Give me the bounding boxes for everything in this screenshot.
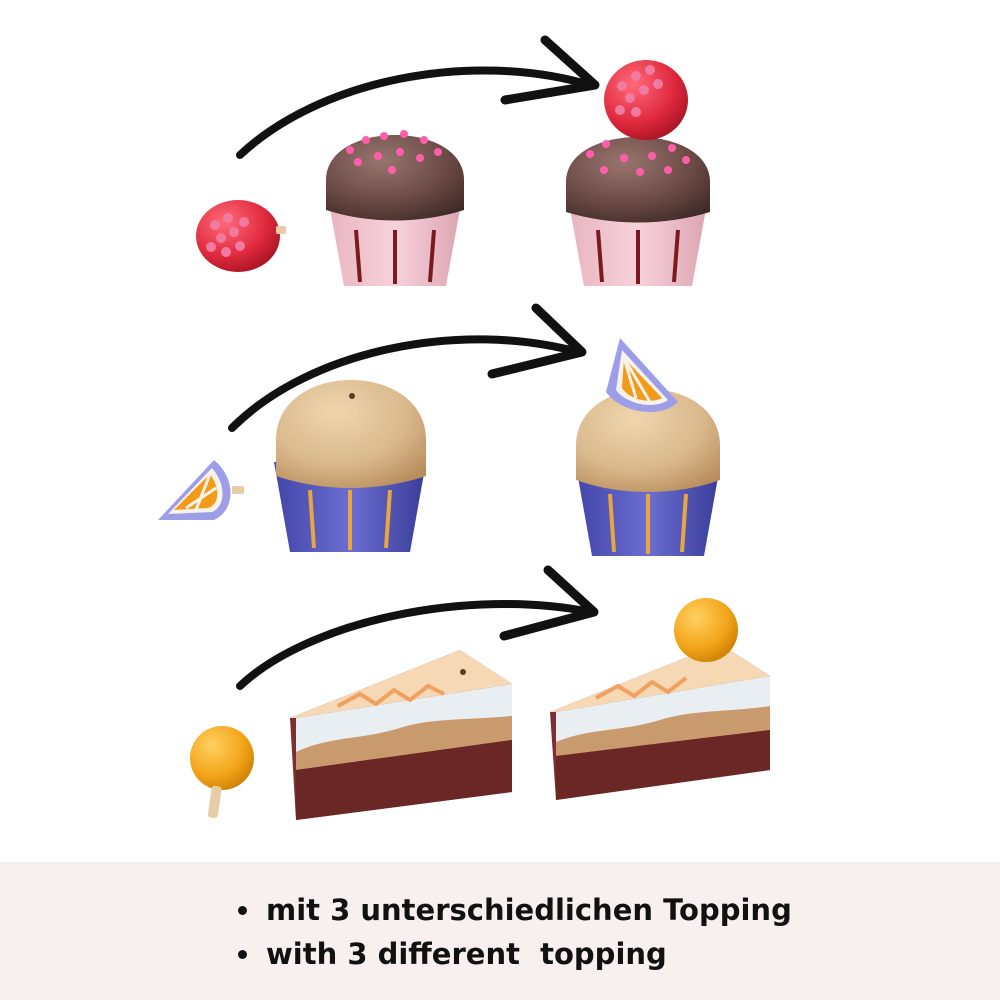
caption-text-german: mit 3 unterschiedlichen Topping: [266, 893, 792, 927]
wood-cupcake: [274, 380, 426, 552]
wood-cupcake-with-orange-slice: [576, 338, 720, 556]
chocolate-cupcake: [326, 130, 464, 286]
arrow-icon: [236, 565, 599, 690]
caption-bullet-english: with 3 different topping: [236, 932, 792, 976]
chocolate-cupcake-with-raspberry: [566, 60, 710, 286]
caption-band: mit 3 unterschiedlichen Topping with 3 d…: [0, 862, 1000, 1000]
toy-photo: [158, 35, 770, 820]
cake-slice-with-orange-ball: [550, 598, 770, 800]
arrow-icon: [228, 303, 587, 432]
caption-bullet-german: mit 3 unterschiedlichen Topping: [236, 888, 792, 932]
caption-text-english: with 3 different topping: [266, 937, 667, 971]
caption-list: mit 3 unterschiedlichen Topping with 3 d…: [236, 888, 792, 976]
bullet-icon: [238, 906, 247, 915]
orange-ball-topping: [190, 726, 254, 819]
cake-slice: [290, 650, 512, 820]
raspberry-topping: [196, 200, 286, 272]
orange-slice-topping: [158, 460, 244, 520]
bullet-icon: [238, 950, 247, 959]
arrow-icon: [236, 35, 600, 159]
